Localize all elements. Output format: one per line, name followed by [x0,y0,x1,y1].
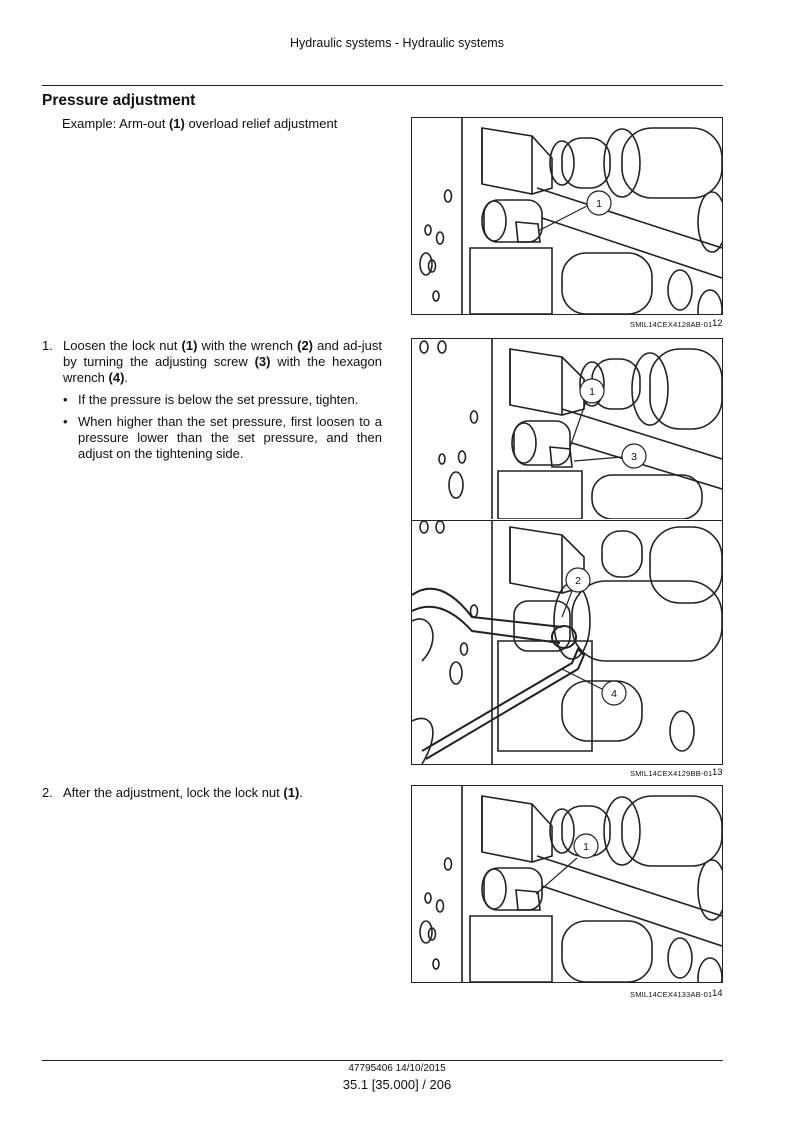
ref-wrench: (2) [297,338,313,353]
step-text: Loosen the lock nut (1) with the wrench … [63,338,382,386]
callout-overlay: 1 [537,190,612,232]
running-header: Hydraulic systems - Hydraulic systems [290,36,504,50]
callout-3: 3 [631,451,637,463]
valve-block-drawing [419,118,722,314]
bullet-icon: • [63,392,68,407]
ref-lock-nut: (1) [181,338,198,353]
text-run: with the hexagon wrench [63,354,382,385]
leader-line [537,205,588,232]
example-ref: (1) [168,116,185,131]
text-run: with the wrench [197,338,298,353]
callout-circle [579,378,605,404]
document-id: 47795406 14/10/2015 [348,1063,446,1074]
text-run: and ad-just by turning the adjusting scr… [63,338,383,369]
ref-lock-nut: (1) [283,785,300,800]
text-run: Loosen the lock nut [63,338,182,353]
figure-code: SMIL14CEX4128AB-01 [630,320,713,329]
valve-block-drawing [419,786,722,982]
page-number: 35.1 [35.000] / 206 [342,1077,452,1092]
step-2: 2. After the adjustment, lock the lock n… [42,785,382,801]
figure-12-illustration: 1 [411,117,723,315]
callout-1: 1 [583,841,589,853]
leader-line [569,398,588,448]
bullet-item: • If the pressure is below the set pressu… [63,392,382,408]
ref-hexagon-wrench: (4) [108,370,125,385]
ref-adjusting-screw: (3) [254,354,271,369]
figure-13-illustration: 1 3 2 4 [411,338,723,765]
text-run: . [299,785,303,800]
example-suffix: overload relief adjustment [184,116,338,131]
callout-circle [601,680,627,706]
bullet-icon: • [63,414,68,429]
figure-14-illustration: 1 [411,785,723,983]
figure-code: SMIL14CEX4133AB-01 [630,990,713,999]
text-run: . [124,370,129,385]
text-run: After the adjustment, lock the lock nut [63,785,284,800]
leader-line [561,590,573,618]
callout-circle [565,567,591,593]
step-number: 2. [42,785,53,800]
figure-code: SMIL14CEX4129BB-01 [630,769,713,778]
callout-overlay: 1 [535,833,599,895]
figure-number: 12 [712,318,723,329]
leader-line [561,668,603,690]
callout-2: 2 [575,575,581,587]
panel-divider [412,520,722,521]
bullet-text: When higher than the set pressure, first… [78,414,382,461]
step-text: After the adjustment, lock the lock nut … [63,785,382,801]
section-title: Pressure adjustment [42,92,196,109]
example-prefix: Example: Arm-out [62,116,169,131]
leader-line [573,456,623,462]
figure-number: 13 [712,767,723,778]
bullet-item: • When higher than the set pressure, firs… [63,414,382,462]
callout-circle [621,443,647,469]
valve-block-drawing-bottom [412,521,722,764]
example-line: Example: Arm-out (1) overload relief adj… [62,116,337,131]
callout-overlay: 1 3 2 4 [561,378,647,706]
leader-line [535,857,578,895]
header-rule [42,85,723,86]
step-number: 1. [42,338,53,353]
valve-block-drawing-top [419,339,722,519]
callout-4: 4 [611,688,617,700]
figure-number: 14 [712,988,723,999]
bullet-text: If the pressure is below the set pressur… [78,392,359,407]
callout-circle [573,833,599,859]
callout-circle [586,190,612,216]
callout-1: 1 [596,198,602,210]
step-1: 1. Loosen the lock nut (1) with the wren… [42,338,382,462]
callout-1: 1 [589,386,595,398]
footer-rule [42,1060,723,1061]
